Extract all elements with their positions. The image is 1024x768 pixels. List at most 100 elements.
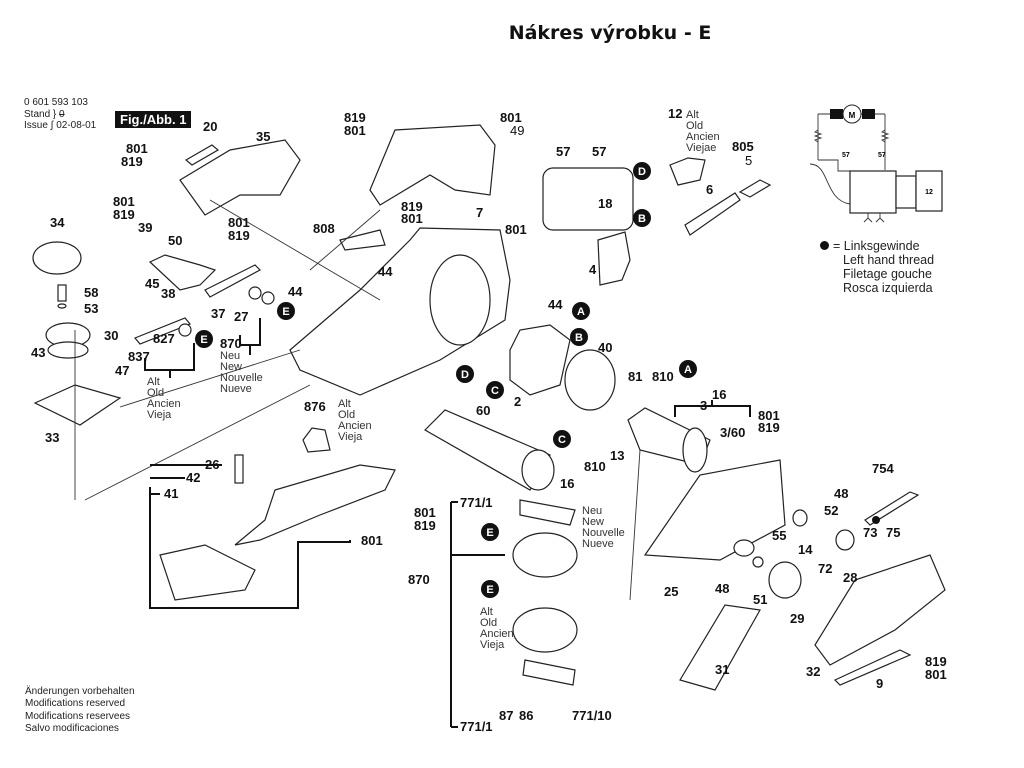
callout-819[interactable]: 819 (113, 207, 135, 222)
connector-E-4[interactable]: E (481, 580, 499, 598)
callout-49[interactable]: 49 (510, 123, 524, 138)
callout-801[interactable]: 801 (925, 667, 947, 682)
callout-52[interactable]: 52 (824, 503, 838, 518)
callout-801[interactable]: 801 (113, 194, 135, 209)
callout-801[interactable]: 801 (401, 211, 423, 226)
callout-87[interactable]: 87 (499, 708, 513, 723)
callout-41[interactable]: 41 (164, 486, 178, 501)
callout-30[interactable]: 30 (104, 328, 118, 343)
connector-E-3[interactable]: E (481, 523, 499, 541)
callout-2[interactable]: 2 (514, 394, 521, 409)
callout-45[interactable]: 45 (145, 276, 159, 291)
callout-27[interactable]: 27 (234, 309, 248, 324)
callout-801[interactable]: 801 (344, 123, 366, 138)
callout-18[interactable]: 18 (598, 196, 612, 211)
callout-801[interactable]: 801 (500, 110, 522, 125)
callout-34[interactable]: 34 (50, 215, 65, 230)
callout-771-1[interactable]: 771/1 (460, 719, 493, 734)
callout-32[interactable]: 32 (806, 664, 820, 679)
callout-57[interactable]: 57 (592, 144, 606, 159)
callout-48[interactable]: 48 (715, 581, 729, 596)
callout-53[interactable]: 53 (84, 301, 98, 316)
callout-9[interactable]: 9 (876, 676, 883, 691)
callout-26[interactable]: 26 (205, 457, 219, 472)
callout-801[interactable]: 801 (228, 215, 250, 230)
callout-16[interactable]: 16 (560, 476, 574, 491)
callout-33[interactable]: 33 (45, 430, 59, 445)
callout-72[interactable]: 72 (818, 561, 832, 576)
connector-E-1[interactable]: E (277, 302, 295, 320)
callout-801[interactable]: 801 (361, 533, 383, 548)
callout-810[interactable]: 810 (652, 369, 674, 384)
callout-20[interactable]: 20 (203, 119, 217, 134)
callout-58[interactable]: 58 (84, 285, 98, 300)
callout-870[interactable]: 870 (220, 336, 242, 351)
callout-14[interactable]: 14 (798, 542, 813, 557)
callout-819[interactable]: 819 (228, 228, 250, 243)
callout-819[interactable]: 819 (121, 154, 143, 169)
callout-44[interactable]: 44 (288, 284, 303, 299)
callout-47[interactable]: 47 (115, 363, 129, 378)
connector-D-1[interactable]: D (633, 162, 651, 180)
connector-A-1[interactable]: A (572, 302, 590, 320)
callout-754[interactable]: 754 (872, 461, 894, 476)
callout-29[interactable]: 29 (790, 611, 804, 626)
callout-12[interactable]: 12 (668, 106, 682, 121)
callout-31[interactable]: 31 (715, 662, 729, 677)
callout-44[interactable]: 44 (378, 264, 393, 279)
callout-48[interactable]: 48 (834, 486, 848, 501)
callout-40[interactable]: 40 (598, 340, 612, 355)
callout-4[interactable]: 4 (589, 262, 597, 277)
callout-771-1[interactable]: 771/1 (460, 495, 493, 510)
connector-D-2[interactable]: D (456, 365, 474, 383)
callout-16[interactable]: 16 (712, 387, 726, 402)
callout-35[interactable]: 35 (256, 129, 270, 144)
callout-5[interactable]: 5 (745, 153, 752, 168)
callout-86[interactable]: 86 (519, 708, 533, 723)
callout-819[interactable]: 819 (758, 420, 780, 435)
callout-51[interactable]: 51 (753, 592, 767, 607)
callout-60[interactable]: 60 (476, 403, 490, 418)
callout-819[interactable]: 819 (925, 654, 947, 669)
connector-B-2[interactable]: B (570, 328, 588, 346)
callout-28[interactable]: 28 (843, 570, 857, 585)
callout-42[interactable]: 42 (186, 470, 200, 485)
callout-81[interactable]: 81 (628, 369, 642, 384)
callout-37[interactable]: 37 (211, 306, 225, 321)
callout-73[interactable]: 73 (863, 525, 877, 540)
callout-819[interactable]: 819 (401, 199, 423, 214)
connector-C-2[interactable]: C (553, 430, 571, 448)
callout-43[interactable]: 43 (31, 345, 45, 360)
callout-827[interactable]: 827 (153, 331, 175, 346)
callout-801[interactable]: 801 (758, 408, 780, 423)
callout-819[interactable]: 819 (414, 518, 436, 533)
callout-801[interactable]: 801 (505, 222, 527, 237)
callout-805[interactable]: 805 (732, 139, 754, 154)
callout-876[interactable]: 876 (304, 399, 326, 414)
callout-801[interactable]: 801 (126, 141, 148, 156)
callout-13[interactable]: 13 (610, 448, 624, 463)
callout-771-10[interactable]: 771/10 (572, 708, 612, 723)
connector-C-1[interactable]: C (486, 381, 504, 399)
connector-E-2[interactable]: E (195, 330, 213, 348)
callout-6[interactable]: 6 (706, 182, 713, 197)
connector-B-1[interactable]: B (633, 209, 651, 227)
callout-837[interactable]: 837 (128, 349, 150, 364)
callout-819[interactable]: 819 (344, 110, 366, 125)
callout-57[interactable]: 57 (556, 144, 570, 159)
callout-25[interactable]: 25 (664, 584, 678, 599)
callout-3-60[interactable]: 3/60 (720, 425, 745, 440)
callout-808[interactable]: 808 (313, 221, 335, 236)
callout-44[interactable]: 44 (548, 297, 563, 312)
callout-7[interactable]: 7 (476, 205, 483, 220)
callout-801[interactable]: 801 (414, 505, 436, 520)
callout-3[interactable]: 3 (700, 398, 707, 413)
callout-38[interactable]: 38 (161, 286, 175, 301)
callout-870[interactable]: 870 (408, 572, 430, 587)
connector-A-2[interactable]: A (679, 360, 697, 378)
callout-39[interactable]: 39 (138, 220, 152, 235)
callout-55[interactable]: 55 (772, 528, 786, 543)
callout-810[interactable]: 810 (584, 459, 606, 474)
callout-50[interactable]: 50 (168, 233, 182, 248)
callout-75[interactable]: 75 (886, 525, 900, 540)
